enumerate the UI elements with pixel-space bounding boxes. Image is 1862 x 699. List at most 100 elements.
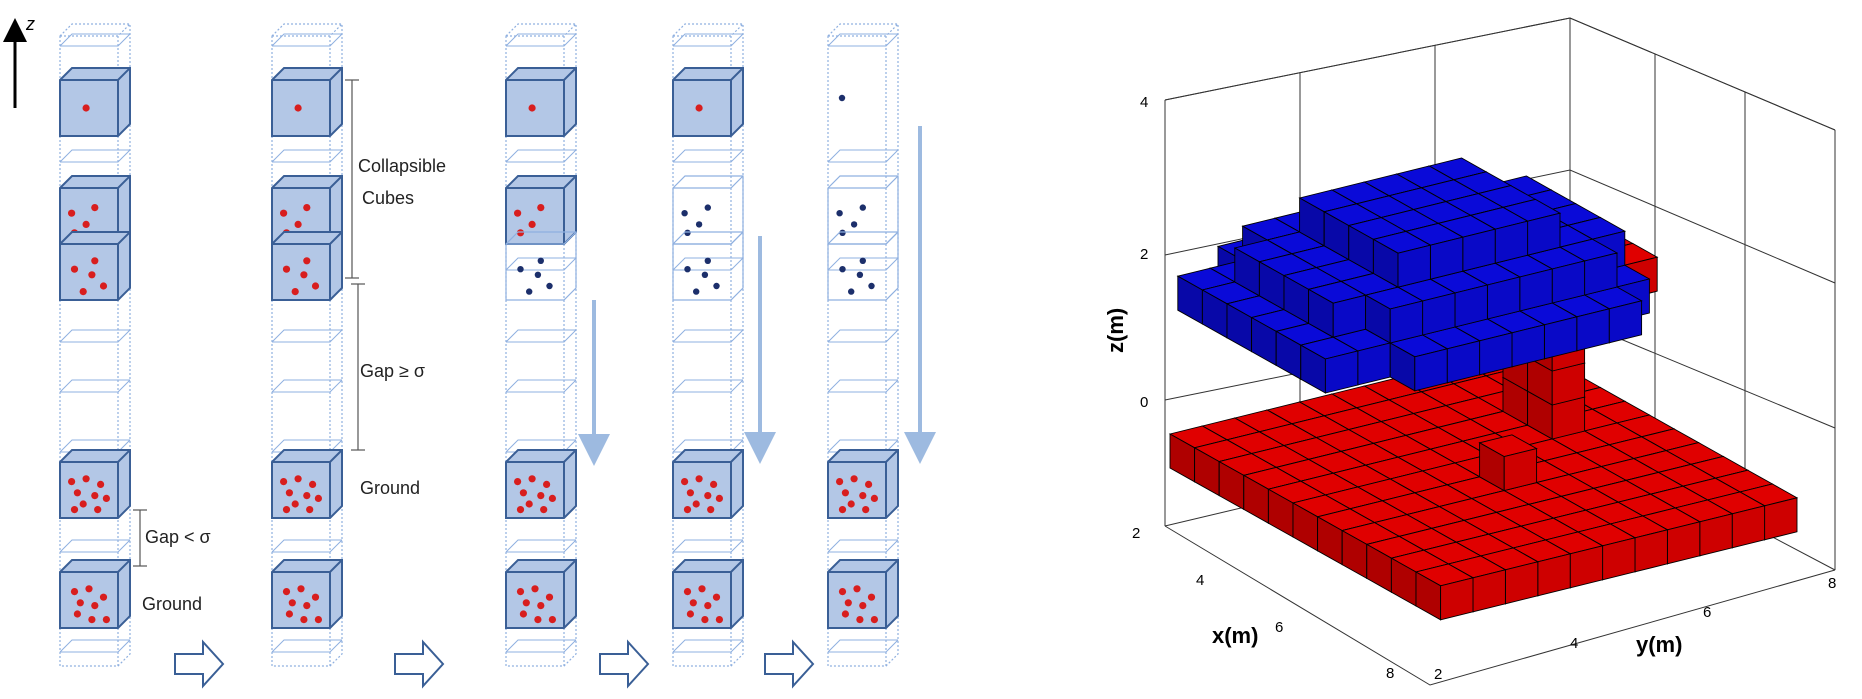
point-red xyxy=(850,475,858,483)
y-axis-title: y(m) xyxy=(1636,632,1682,657)
point-red xyxy=(528,220,536,228)
point-red xyxy=(865,480,873,488)
point-red xyxy=(516,506,525,514)
point-red xyxy=(519,489,528,497)
point-blue xyxy=(850,221,858,228)
point-red xyxy=(73,489,81,497)
point-red xyxy=(288,599,296,607)
point-blue xyxy=(684,266,691,273)
point-red xyxy=(514,478,522,486)
next-step-arrow xyxy=(174,639,225,689)
point-blue xyxy=(681,210,688,217)
point-red xyxy=(291,500,299,508)
cell-divider xyxy=(59,539,131,553)
point-red xyxy=(548,616,557,624)
point-red xyxy=(681,478,689,486)
point-red xyxy=(545,593,554,601)
point-red xyxy=(282,265,291,273)
cell-divider xyxy=(271,33,343,47)
point-red xyxy=(314,494,322,502)
cell-divider xyxy=(59,379,131,393)
cube-edge xyxy=(673,449,744,518)
cube-edge xyxy=(272,231,343,300)
collapsible-label-2: Cubes xyxy=(362,188,414,208)
point-red xyxy=(282,506,291,514)
point-red xyxy=(683,506,692,514)
point-red xyxy=(525,500,533,508)
gap-ge-label: Gap ≥ σ xyxy=(360,361,425,381)
cube-edge xyxy=(272,67,343,136)
ground-voxel xyxy=(1414,563,1475,621)
cell-divider xyxy=(505,149,577,163)
collapsed-cube xyxy=(505,231,577,301)
cell-divider xyxy=(827,379,899,393)
filled-cube xyxy=(672,449,744,519)
next-step-arrow xyxy=(599,639,650,689)
point-blue xyxy=(848,288,855,295)
point-red xyxy=(91,602,99,610)
point-red xyxy=(689,599,697,607)
point-red xyxy=(303,257,311,265)
point-red xyxy=(692,500,700,508)
cube-edge xyxy=(506,67,577,136)
point-red xyxy=(99,282,108,290)
point-red xyxy=(528,104,536,112)
cell-divider xyxy=(505,379,577,393)
point-red xyxy=(695,475,703,483)
point-red xyxy=(97,480,105,488)
point-red xyxy=(695,104,703,112)
voxel-columns xyxy=(59,23,899,667)
ground-label-upper: Ground xyxy=(360,478,420,498)
point-red xyxy=(314,616,322,624)
point-red xyxy=(707,506,715,514)
point-red xyxy=(516,229,525,237)
z-tick-4: 4 xyxy=(1140,94,1148,111)
cell-divider xyxy=(672,257,744,271)
point-red xyxy=(91,204,99,212)
cube-edge xyxy=(506,175,577,244)
point-blue xyxy=(868,282,875,290)
filled-cube xyxy=(271,231,343,301)
cell-divider xyxy=(271,149,343,163)
cell-divider xyxy=(827,149,899,163)
cell-divider xyxy=(827,329,899,343)
point-blue xyxy=(856,271,864,278)
filled-cube xyxy=(59,449,131,519)
3d-voxel-plot: z(m) x(m) y(m) 4 2 0 2 4 6 8 2 4 6 8 xyxy=(1103,17,1836,686)
cell-divider xyxy=(672,329,744,343)
ground-label-lower: Ground xyxy=(142,594,202,614)
cube-edge xyxy=(828,559,899,628)
cell-divider xyxy=(672,33,744,47)
point-red xyxy=(841,489,850,497)
point-red xyxy=(88,616,96,624)
point-red xyxy=(303,492,311,500)
point-red xyxy=(537,492,545,500)
point-red xyxy=(311,593,320,601)
collapsed-cube xyxy=(827,231,899,301)
cell-divider xyxy=(59,149,131,163)
annotation-gap-ge: Gap ≥ σ xyxy=(351,283,425,451)
cube-edge xyxy=(506,559,577,628)
cell-divider xyxy=(271,639,343,653)
point-red xyxy=(870,494,879,502)
point-red xyxy=(285,610,293,618)
point-red xyxy=(534,616,542,624)
filled-cube xyxy=(505,67,577,137)
point-red xyxy=(91,257,99,265)
z-axis-label: z xyxy=(25,14,35,34)
point-blue xyxy=(701,271,709,278)
point-red xyxy=(683,588,692,596)
filled-cube xyxy=(271,67,343,137)
cube-edge xyxy=(506,449,577,518)
point-blue xyxy=(704,204,711,211)
point-red xyxy=(300,616,308,624)
cell-divider xyxy=(505,539,577,553)
point-red xyxy=(856,616,864,624)
cube-edge xyxy=(272,449,343,518)
point-red xyxy=(306,506,314,514)
point-blue xyxy=(517,266,524,273)
point-red xyxy=(838,588,847,596)
point-blue xyxy=(859,204,866,211)
point-blue xyxy=(704,257,711,264)
point-blue xyxy=(537,257,544,264)
